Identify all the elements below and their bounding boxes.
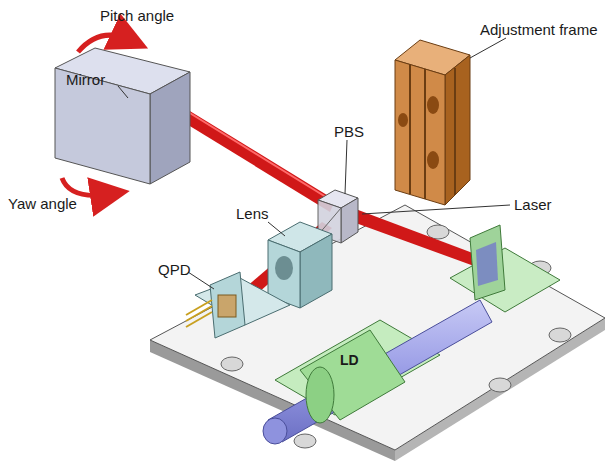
- laser-beam: [180, 105, 335, 212]
- laser-diode: [263, 300, 492, 444]
- part-label: PBS: [334, 124, 364, 141]
- angle-label: Pitch angle: [100, 8, 174, 25]
- prism-mount: [450, 225, 560, 312]
- angle-label: Yaw angle: [8, 196, 77, 213]
- beam-highlight: [180, 107, 334, 202]
- pitch-arrow: [78, 35, 130, 52]
- part-label: QPD: [158, 262, 191, 279]
- part-label: Lens: [236, 206, 269, 223]
- base-plate: [150, 205, 605, 461]
- qpd-holder: [186, 272, 290, 338]
- adjustment-frame: [395, 40, 470, 205]
- lens-holder: [268, 222, 332, 308]
- part-label: LD: [340, 353, 359, 368]
- part-label: Mirror: [66, 72, 105, 89]
- part-label: Adjustment frame: [480, 22, 598, 39]
- yaw-arrow: [62, 178, 110, 195]
- mirror: [55, 48, 190, 184]
- part-label: Laser: [514, 197, 552, 214]
- leader-lines: [118, 38, 510, 289]
